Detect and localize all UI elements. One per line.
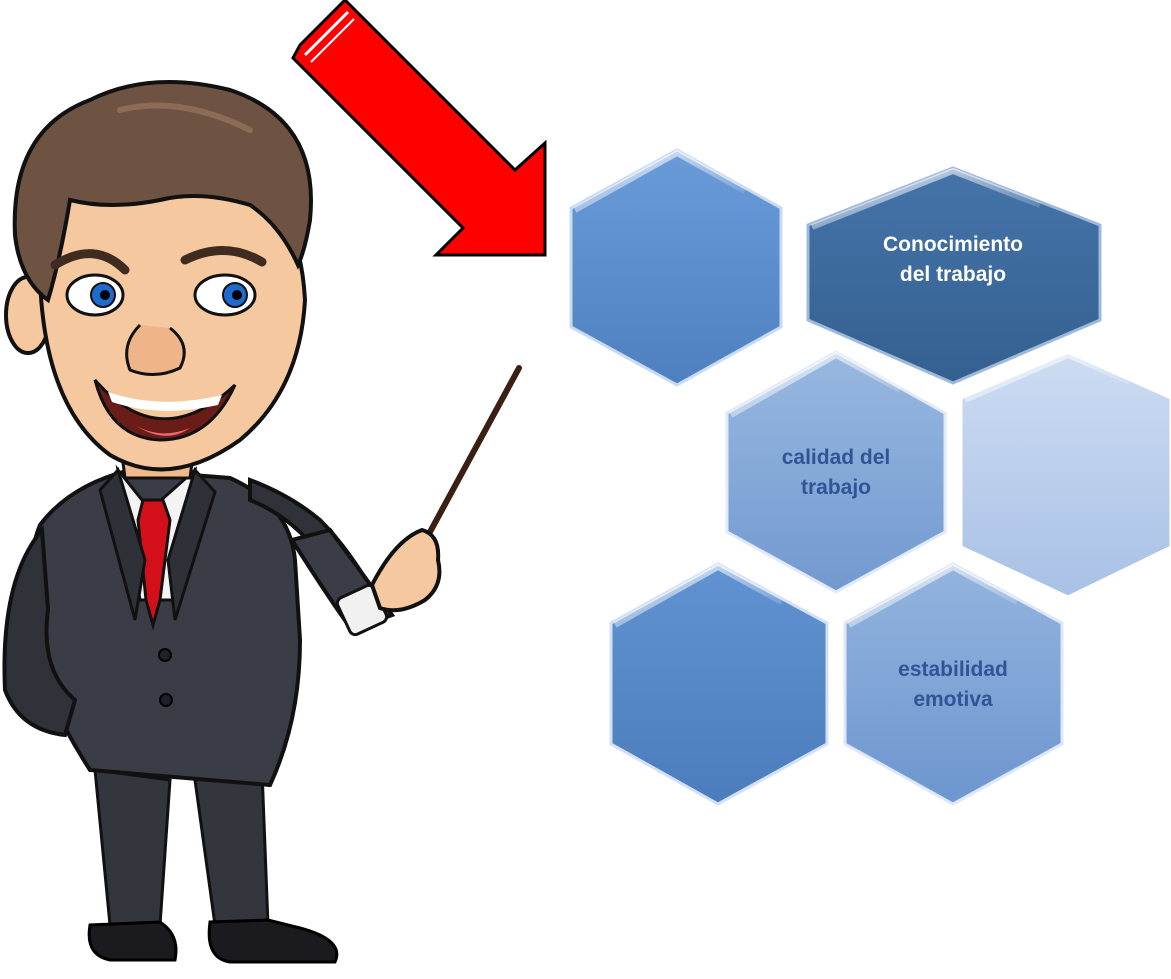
pointing-hand: [369, 527, 442, 613]
red-arrow-icon: [291, 0, 547, 257]
hexagon-3: [725, 350, 947, 594]
hexagon-1: [569, 148, 783, 387]
red-tie: [136, 498, 172, 631]
hexagon-5: [609, 562, 829, 806]
hexagon-3-label: calidad del trabajo: [781, 446, 891, 499]
hexagon-2: [806, 166, 1102, 385]
hair: [12, 80, 313, 304]
businessman-illustration: [2, 80, 522, 964]
left-shoe: [87, 920, 178, 962]
hexagon-4: [959, 350, 1171, 599]
hexagon-6: [843, 562, 1064, 806]
hexagon-2-label: Conocimiento del trabajo: [883, 233, 1023, 286]
smile: [93, 379, 237, 442]
hexagon-6-label: estabilidad emotiva: [898, 658, 1008, 711]
right-shoe: [207, 918, 339, 964]
